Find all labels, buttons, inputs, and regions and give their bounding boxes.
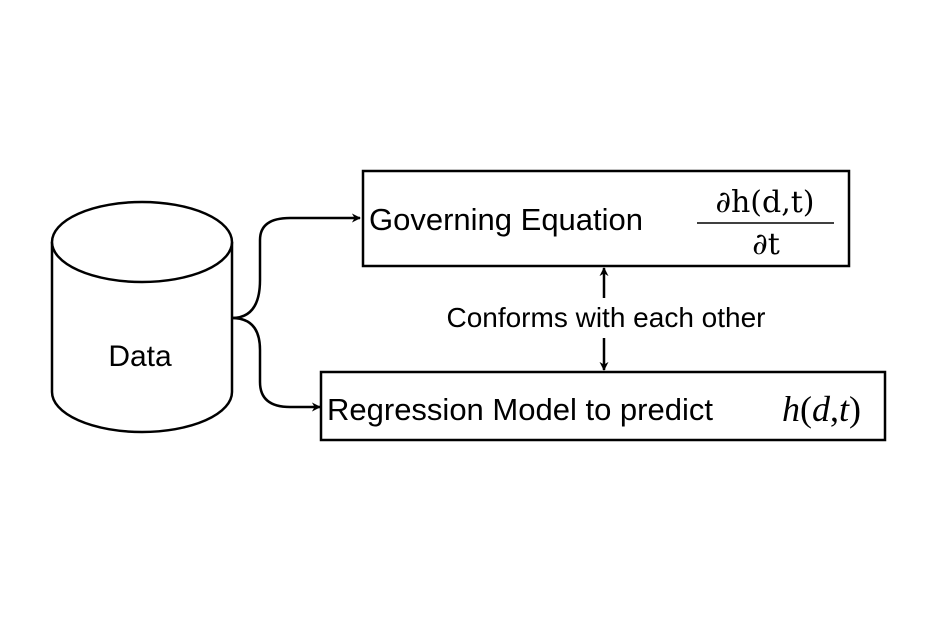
- connector-to-governing-equation: [231, 213, 361, 320]
- governing-equation-box: Governing Equation ∂h(d,t) ∂t: [361, 169, 851, 268]
- formula-t: t: [839, 389, 850, 429]
- regression-formula: h(d,t): [782, 389, 861, 429]
- data-label: Data: [108, 340, 172, 373]
- formula-h: h: [782, 389, 800, 429]
- formula-numerator: ∂h(d,t): [715, 185, 814, 220]
- partial-derivative-formula: ∂h(d,t) ∂t: [697, 185, 834, 262]
- formula-d: d: [812, 389, 831, 429]
- cylinder-body: [50, 242, 234, 434]
- formula-comma: ,: [830, 389, 839, 429]
- connector-to-regression-model: [231, 316, 321, 412]
- regression-model-frame: [319, 370, 887, 442]
- formula-open-paren: (: [800, 389, 812, 429]
- data-connectors: [231, 213, 361, 412]
- formula-denominator: ∂t: [752, 227, 780, 262]
- conformance-label: Conforms with each other: [446, 302, 765, 333]
- governing-equation-frame: [361, 169, 851, 268]
- formula-close-paren: ): [849, 389, 861, 429]
- regression-model-label: Regression Model to predict: [327, 392, 713, 427]
- data-cylinder: Data: [50, 200, 234, 434]
- conformance-edge: Conforms with each other: [446, 267, 766, 371]
- governing-equation-label: Governing Equation: [369, 202, 643, 237]
- regression-model-box: Regression Model to predict h(d,t): [319, 370, 887, 442]
- cylinder-top: [50, 200, 234, 284]
